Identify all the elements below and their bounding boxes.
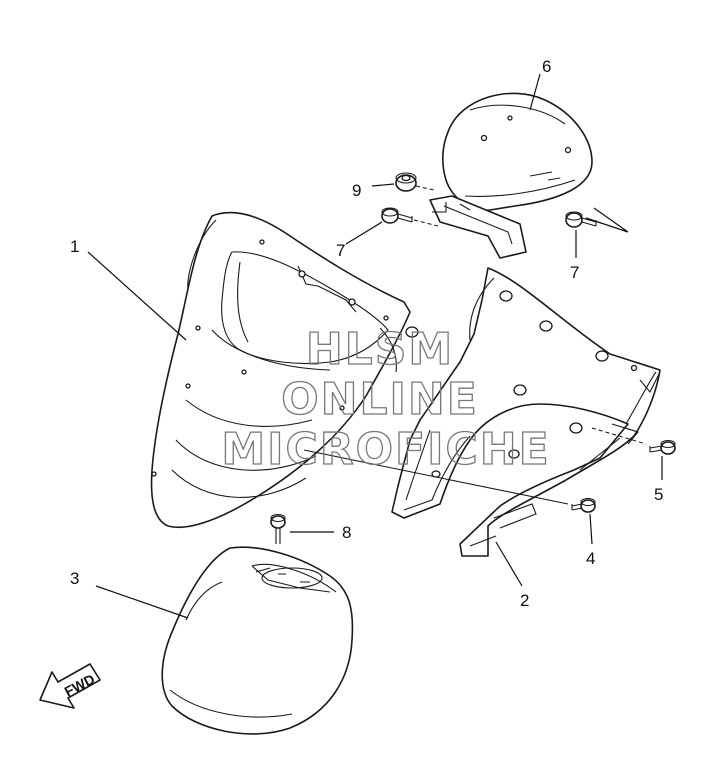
part-1-front-panel (150, 211, 411, 528)
callout-1: 1 (70, 237, 79, 256)
callout-2: 2 (520, 591, 529, 610)
part-5-screw (649, 439, 676, 455)
callout-3: 3 (70, 569, 79, 588)
callout-5: 5 (654, 485, 663, 504)
fwd-arrow-icon (39, 663, 101, 709)
pointer-line (415, 185, 435, 191)
pointer-line (95, 585, 189, 619)
part-7-screw (381, 207, 413, 224)
part-3-front-cover (161, 546, 354, 735)
pointer-line (529, 73, 541, 111)
pointer-line (591, 427, 647, 445)
pointer-line (87, 251, 187, 341)
pointer-line (585, 207, 629, 233)
watermark-line-2: ONLINE (281, 374, 479, 425)
pointer-line (589, 513, 593, 545)
part-2-inner-panel (391, 267, 661, 557)
part-4-screw (571, 497, 596, 513)
watermark-line-1: HLSM (306, 324, 454, 375)
pointer-line (495, 541, 523, 587)
pointer-line (371, 183, 395, 187)
callout-9: 9 (352, 181, 361, 200)
callout-7: 7 (570, 263, 579, 282)
watermark: HLSM ONLINE MICROFICHE (221, 323, 550, 475)
part-9-grommet (395, 172, 417, 192)
part-6-headlight-cover (429, 92, 593, 259)
watermark-line-3: MICROFICHE (221, 424, 550, 475)
callout-7: 7 (336, 241, 345, 260)
part-7-screw (565, 211, 597, 228)
callout-8: 8 (342, 523, 351, 542)
part-8-screw (270, 513, 286, 544)
pointer-line (303, 449, 569, 505)
callout-6: 6 (542, 57, 551, 76)
pointer-line (345, 221, 383, 245)
callout-4: 4 (586, 549, 595, 568)
pointer-line (413, 219, 439, 227)
